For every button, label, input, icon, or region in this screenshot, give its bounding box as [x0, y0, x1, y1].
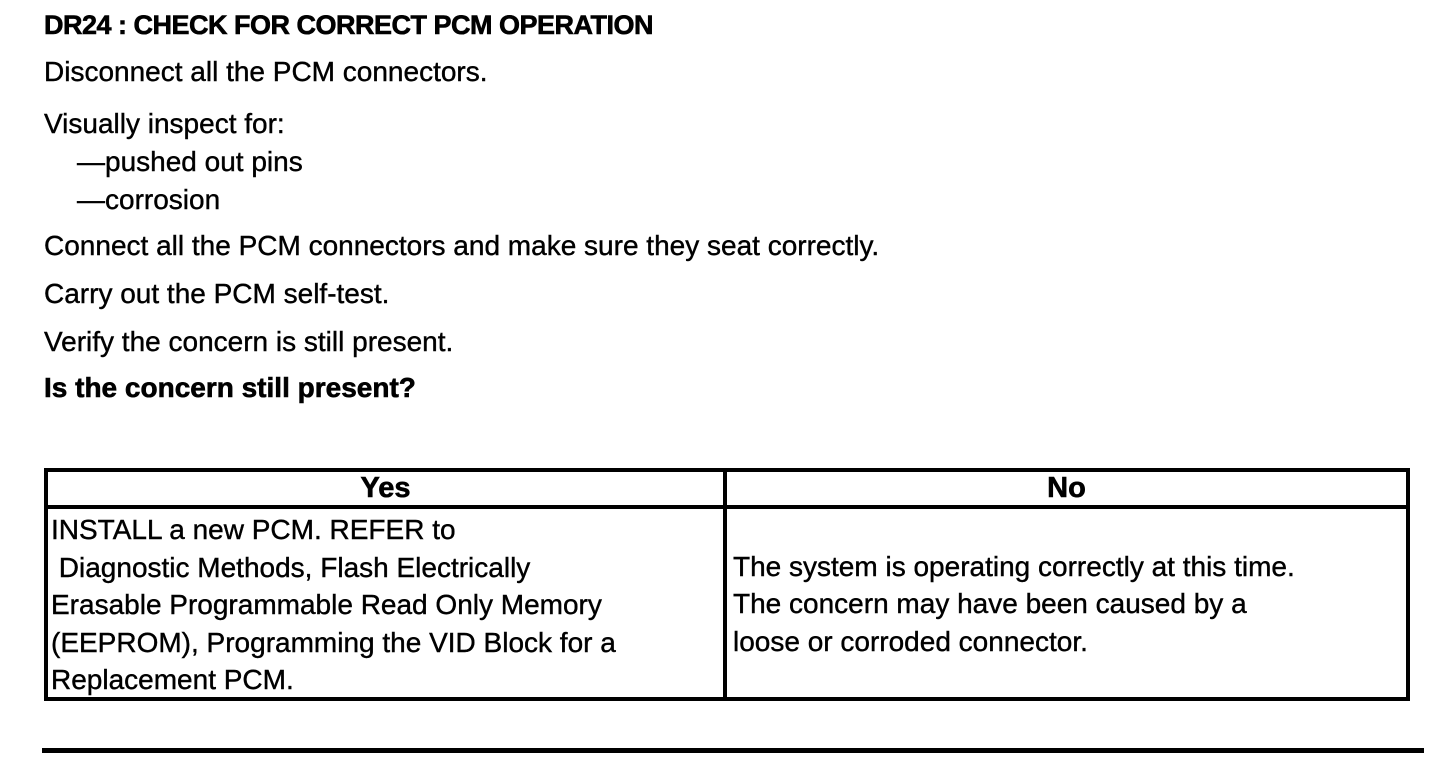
step-disconnect-connectors: Disconnect all the PCM connectors.	[44, 56, 488, 87]
yes-cell-line: Replacement PCM.	[51, 664, 294, 695]
yes-result-cell: INSTALL a new PCM. REFER to Diagnostic M…	[48, 509, 727, 699]
no-cell-line: The system is operating correctly at thi…	[733, 550, 1295, 582]
results-table-body-row: INSTALL a new PCM. REFER to Diagnostic M…	[48, 509, 1406, 699]
yes-cell-line: INSTALL a new PCM. REFER to	[51, 514, 456, 545]
step-connect-connectors: Connect all the PCM connectors and make …	[44, 230, 880, 261]
results-table-header-row: Yes No	[48, 472, 1406, 509]
no-cell-line: The concern may have been caused by a	[733, 588, 1247, 619]
yes-cell-line: Diagnostic Methods, Flash Electrically	[51, 551, 531, 583]
no-result-cell: The system is operating correctly at thi…	[727, 509, 1406, 699]
step-verify-concern: Verify the concern is still present.	[44, 326, 454, 357]
no-cell-line: loose or corroded connector.	[733, 625, 1088, 657]
yes-cell-line: Erasable Programmable Read Only Memory	[51, 589, 602, 620]
step-visually-inspect: Visually inspect for:	[44, 108, 285, 139]
inspect-item-corrosion: —corrosion	[77, 184, 221, 215]
yes-cell-line: (EEPROM), Programming the VID Block for …	[51, 626, 616, 658]
question-text: Is the concern still present?	[44, 372, 416, 404]
page-bottom-rule	[42, 748, 1424, 753]
step-self-test: Carry out the PCM self-test.	[44, 278, 390, 309]
results-table: Yes No INSTALL a new PCM. REFER to Diagn…	[44, 468, 1410, 701]
page-title: DR24 : CHECK FOR CORRECT PCM OPERATION	[44, 10, 654, 41]
inspect-item-pushed-out-pins: —pushed out pins	[77, 146, 303, 177]
table-header-yes: Yes	[48, 472, 727, 505]
table-header-no: No	[1047, 472, 1086, 505]
